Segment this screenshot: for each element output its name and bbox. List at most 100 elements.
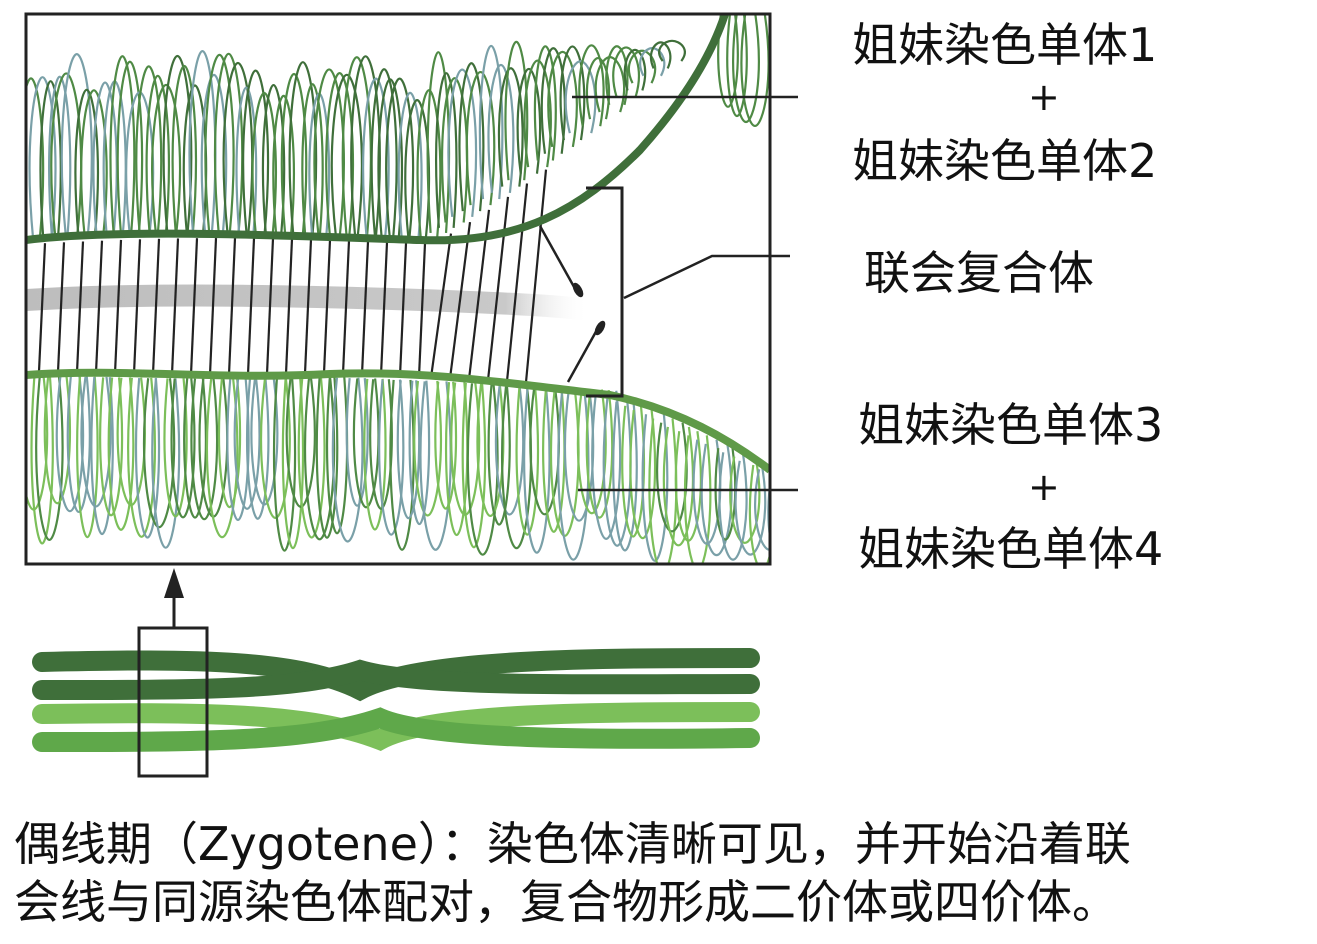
label-chromatid-1: 姐妹染色单体1 bbox=[852, 18, 1158, 72]
chromatin-loop bbox=[591, 390, 622, 540]
chromatin-loop bbox=[116, 60, 144, 236]
loose-filament bbox=[566, 327, 600, 383]
chromatin-loop bbox=[200, 73, 228, 235]
chromatin-loop bbox=[370, 68, 398, 239]
chromatin-loop bbox=[641, 414, 669, 562]
transverse-filament bbox=[208, 237, 218, 375]
chromatin-loop bbox=[213, 52, 244, 235]
filament-end bbox=[572, 282, 584, 298]
label-plus-top: + bbox=[1028, 75, 1060, 119]
chromatin-loop bbox=[66, 376, 91, 514]
chromatin-loop bbox=[162, 54, 193, 235]
transverse-filament bbox=[360, 241, 370, 375]
chromatin-loop bbox=[109, 55, 136, 236]
transverse-filament bbox=[284, 238, 294, 374]
chromatin-loop bbox=[135, 65, 163, 236]
chromatin-loop bbox=[564, 60, 597, 134]
transverse-filament bbox=[94, 240, 104, 374]
chromatin-loop bbox=[466, 383, 499, 556]
chromatin-loop bbox=[205, 378, 239, 539]
chromatin-loop bbox=[151, 378, 181, 549]
chromatin-loop bbox=[487, 63, 515, 194]
chromatin-loop bbox=[378, 379, 405, 536]
chromatin-loop bbox=[325, 71, 355, 237]
chromatin-loop bbox=[345, 378, 369, 507]
chromatin-loop bbox=[413, 380, 442, 517]
chromatin-loop bbox=[171, 64, 198, 235]
chromatin-loop bbox=[80, 89, 108, 238]
chromatin-loop bbox=[363, 378, 387, 531]
lower-lateral-element bbox=[26, 368, 770, 474]
chromatin-loop bbox=[135, 377, 161, 539]
chromatin-loop bbox=[559, 45, 586, 141]
chromatin-loop bbox=[288, 61, 318, 236]
chromatin-loop bbox=[26, 77, 45, 240]
chromatid-4-strand bbox=[32, 707, 760, 752]
chromatin-loop bbox=[297, 377, 326, 539]
chromatin-loop bbox=[330, 73, 363, 237]
label-chromatid-4: 姐妹染色单体4 bbox=[858, 522, 1164, 576]
chromatin-loop bbox=[740, 14, 770, 128]
chromatin-loop bbox=[30, 375, 54, 545]
transverse-filament bbox=[37, 243, 47, 372]
chromatin-loop bbox=[260, 378, 291, 519]
transverse-filament bbox=[322, 239, 332, 374]
chromatin-loop bbox=[396, 380, 421, 520]
chromatin-loop bbox=[523, 59, 552, 168]
chromatin-loop bbox=[217, 378, 242, 509]
label-plus-bottom: + bbox=[1028, 465, 1060, 509]
transverse-filament bbox=[265, 238, 275, 375]
chromatin-loop bbox=[377, 78, 403, 239]
label-chromatid-3: 姐妹染色单体3 bbox=[858, 398, 1164, 452]
transverse-filament bbox=[170, 238, 180, 375]
chromatin-loop bbox=[504, 40, 529, 181]
zoom-frame bbox=[24, 12, 772, 566]
transverse-filament bbox=[132, 239, 142, 374]
chromatin-loop bbox=[163, 378, 188, 518]
chromatin-loop bbox=[233, 378, 261, 510]
central-element bbox=[26, 284, 601, 321]
chromatin-loop bbox=[621, 405, 646, 538]
chromatin-loop bbox=[55, 376, 85, 513]
chromatin-loop bbox=[151, 83, 182, 235]
chromatin-loop bbox=[48, 75, 72, 239]
chromatin-loop bbox=[726, 14, 748, 118]
chromatin-loop bbox=[107, 377, 135, 531]
chromatin-loop bbox=[516, 67, 542, 174]
chromatin-loop bbox=[190, 378, 219, 521]
transverse-filament bbox=[151, 238, 161, 375]
region-box bbox=[137, 626, 209, 778]
transverse-filament bbox=[75, 241, 85, 373]
chromatin-loop bbox=[612, 401, 638, 552]
zoom-panel bbox=[26, 14, 770, 564]
chromatin-loop bbox=[35, 375, 64, 542]
chromatin-loop bbox=[576, 389, 607, 515]
chromatin-loop bbox=[658, 39, 686, 62]
chromatin-loop bbox=[515, 385, 539, 536]
chromatin-loop bbox=[629, 409, 657, 540]
chromatin-loop bbox=[74, 88, 99, 238]
chromatin-loop bbox=[389, 379, 415, 551]
chromatin-loop bbox=[143, 378, 176, 529]
chromatin-loop bbox=[397, 91, 423, 240]
chromatin-loop bbox=[145, 74, 170, 235]
chromatin-loop bbox=[408, 380, 431, 526]
upper-lateral-element bbox=[26, 14, 729, 245]
chromatin-loop bbox=[605, 45, 629, 106]
chromatin-loop bbox=[404, 99, 430, 240]
chromatin-loop bbox=[204, 53, 235, 235]
chromatin-loop bbox=[183, 378, 207, 519]
chromatin-loop bbox=[717, 14, 739, 108]
transverse-filament bbox=[379, 242, 389, 376]
chromatin-loop bbox=[99, 377, 124, 517]
chromatin-loop bbox=[523, 385, 551, 554]
transverse-filament bbox=[227, 237, 237, 375]
transverse-filament bbox=[189, 238, 199, 375]
transverse-filament bbox=[429, 233, 453, 378]
chromatin-loop bbox=[683, 435, 712, 564]
chromatin-loop bbox=[281, 377, 305, 550]
chromatin-loop bbox=[250, 378, 279, 506]
transverse-filament bbox=[417, 243, 427, 377]
caption-line-1: 偶线期（Zygotene）：染色体清晰可见，并开始沿着联 bbox=[14, 817, 1131, 871]
